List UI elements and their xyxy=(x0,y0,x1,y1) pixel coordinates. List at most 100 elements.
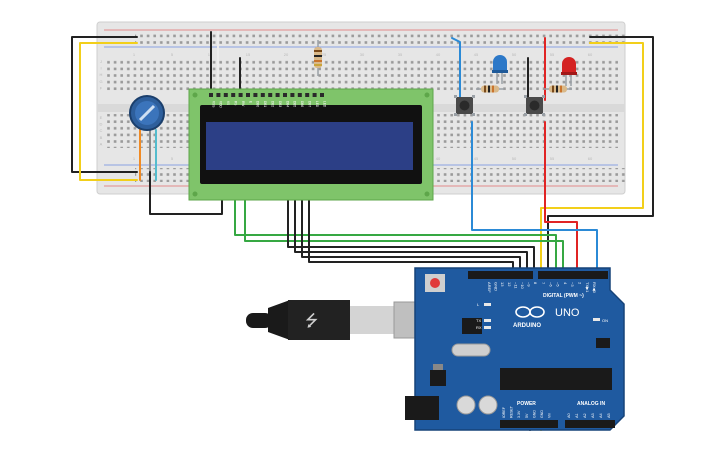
l-led-label: L xyxy=(477,302,480,307)
power-pin-label: GND xyxy=(532,410,536,418)
analog-pin-label: A4 xyxy=(599,413,603,418)
digital-pin-label-pin_4: 4 xyxy=(563,282,568,285)
breadboard-column-number: 50 xyxy=(512,52,517,57)
breadboard-column-number: 25 xyxy=(322,52,327,57)
digital-pin-label-pin_13: 13 xyxy=(500,282,505,287)
breadboard-row-letter: G xyxy=(99,79,102,84)
lcd-pin-label: DB4 xyxy=(285,101,289,107)
lcd-pin xyxy=(209,93,213,97)
breadboard-row-letter: A xyxy=(100,141,103,146)
wire-black-data-1 xyxy=(287,199,535,274)
digital-pin-label-pin_5: ~5 xyxy=(556,282,561,287)
analog-pin-label: A5 xyxy=(607,413,611,418)
digital-pin-label-pin_11: ~11 xyxy=(513,282,518,289)
wire-black-left-rail xyxy=(71,36,138,173)
arduino-infinity-logo xyxy=(515,306,545,318)
lcd-pin xyxy=(305,93,310,97)
rx-led-label: RX xyxy=(476,325,482,330)
breadboard-column-number: 1 xyxy=(133,52,136,57)
breadboard-column-number: 35 xyxy=(398,52,403,57)
breadboard-column-number: 60 xyxy=(588,52,593,57)
lcd-pin-label: DB2 xyxy=(271,101,275,107)
wire-yellow-left-rail xyxy=(79,42,138,181)
power-pin-label: IOREF xyxy=(502,406,506,418)
analog-pin-label: A0 xyxy=(567,413,571,418)
power-pin-label: GND xyxy=(540,410,544,418)
lcd-pin-label: VDD xyxy=(219,101,223,108)
breadboard-column-number: 45 xyxy=(474,52,479,57)
lcd-pin-label: DB0 xyxy=(256,101,260,107)
lcd-pin xyxy=(238,93,243,97)
digital-pin-label-pin_12: 12 xyxy=(507,282,512,287)
breadboard-row-letter: C xyxy=(100,128,103,133)
potentiometer[interactable] xyxy=(129,95,165,131)
wire-red-2 xyxy=(544,121,578,274)
digital-pin-label-pin_9: ~9 xyxy=(527,282,532,287)
breadboard-column-number: 55 xyxy=(550,156,555,161)
lcd-pin-label: LED xyxy=(315,101,319,108)
tx-led-label: TX xyxy=(476,318,481,323)
usb-cable: ⭍ xyxy=(246,300,443,340)
lcd-pin xyxy=(275,93,280,97)
digital-pin-label-aref: AREF xyxy=(487,282,492,293)
breadboard-row-letter: F xyxy=(100,85,103,90)
resistor-blue-led xyxy=(476,85,504,93)
lcd-pin-label: DB7 xyxy=(308,101,312,107)
lcd-pin-label: DB1 xyxy=(263,101,267,107)
digital-pin-label-tx_pin: TX▶1 xyxy=(585,282,590,293)
lcd-pin xyxy=(216,93,221,97)
power-pin-label: Vin xyxy=(548,413,552,418)
svg-text:⭍: ⭍ xyxy=(305,311,318,330)
lcd-pin xyxy=(231,93,236,97)
breadboard-column-number: 15 xyxy=(246,52,251,57)
power-pin-label: 5V xyxy=(525,413,529,418)
digital-pin-label-pin_8: 8 xyxy=(533,282,538,285)
resistor-red-led xyxy=(544,85,572,93)
lcd-module xyxy=(188,88,434,201)
pushbutton-1[interactable] xyxy=(454,95,475,116)
power-pin-label: 3.3V xyxy=(517,410,521,418)
led-red xyxy=(561,57,577,86)
led-blue xyxy=(492,55,508,84)
digital-pin-label-rx_pin: RX◀0 xyxy=(592,282,597,294)
digital-pin-label-pin_3: ~3 xyxy=(570,282,575,287)
breadboard-row-letter: D xyxy=(100,122,103,127)
breadboard-column-number: 1 xyxy=(133,156,136,161)
digital-pin-label-pin_6: ~6 xyxy=(548,282,553,287)
digital-label: DIGITAL (PWM ~) xyxy=(543,293,584,299)
lcd-pin-label: RS xyxy=(234,101,238,105)
lcd-pin xyxy=(260,93,265,97)
breadboard-row-letter: I xyxy=(100,66,101,71)
lcd-pin-label: VSS xyxy=(211,101,215,107)
breadboard-column-number: 50 xyxy=(512,156,517,161)
lcd-pin xyxy=(312,93,317,97)
breadboard-row-letter: H xyxy=(100,72,103,77)
pushbutton-2[interactable] xyxy=(524,95,545,116)
on-label: ON xyxy=(602,318,608,323)
wire-black-data-3 xyxy=(301,199,521,274)
analog-pin-label: A1 xyxy=(575,413,579,418)
breadboard-row-letter: E xyxy=(100,115,103,120)
arduino-uno-board xyxy=(405,267,625,431)
wire-black-pot-lcd xyxy=(149,171,223,215)
analog-pin-label: A3 xyxy=(591,413,595,418)
lcd-pin xyxy=(246,93,250,97)
lcd-pin xyxy=(268,93,273,97)
lcd-pin xyxy=(290,93,295,97)
breadboard-column-number: 55 xyxy=(550,52,555,57)
power-label: POWER xyxy=(517,401,536,407)
wire-green-2 xyxy=(244,199,564,274)
lcd-pin xyxy=(283,93,287,97)
breadboard-column-number: 60 xyxy=(588,156,593,161)
lcd-pin-label: DB6 xyxy=(300,101,304,107)
analog-label: ANALOG IN xyxy=(577,401,605,407)
breadboard-column-number: 30 xyxy=(360,52,365,57)
digital-pin-label-gnd: GND xyxy=(494,282,499,291)
lcd-pin xyxy=(253,93,258,97)
